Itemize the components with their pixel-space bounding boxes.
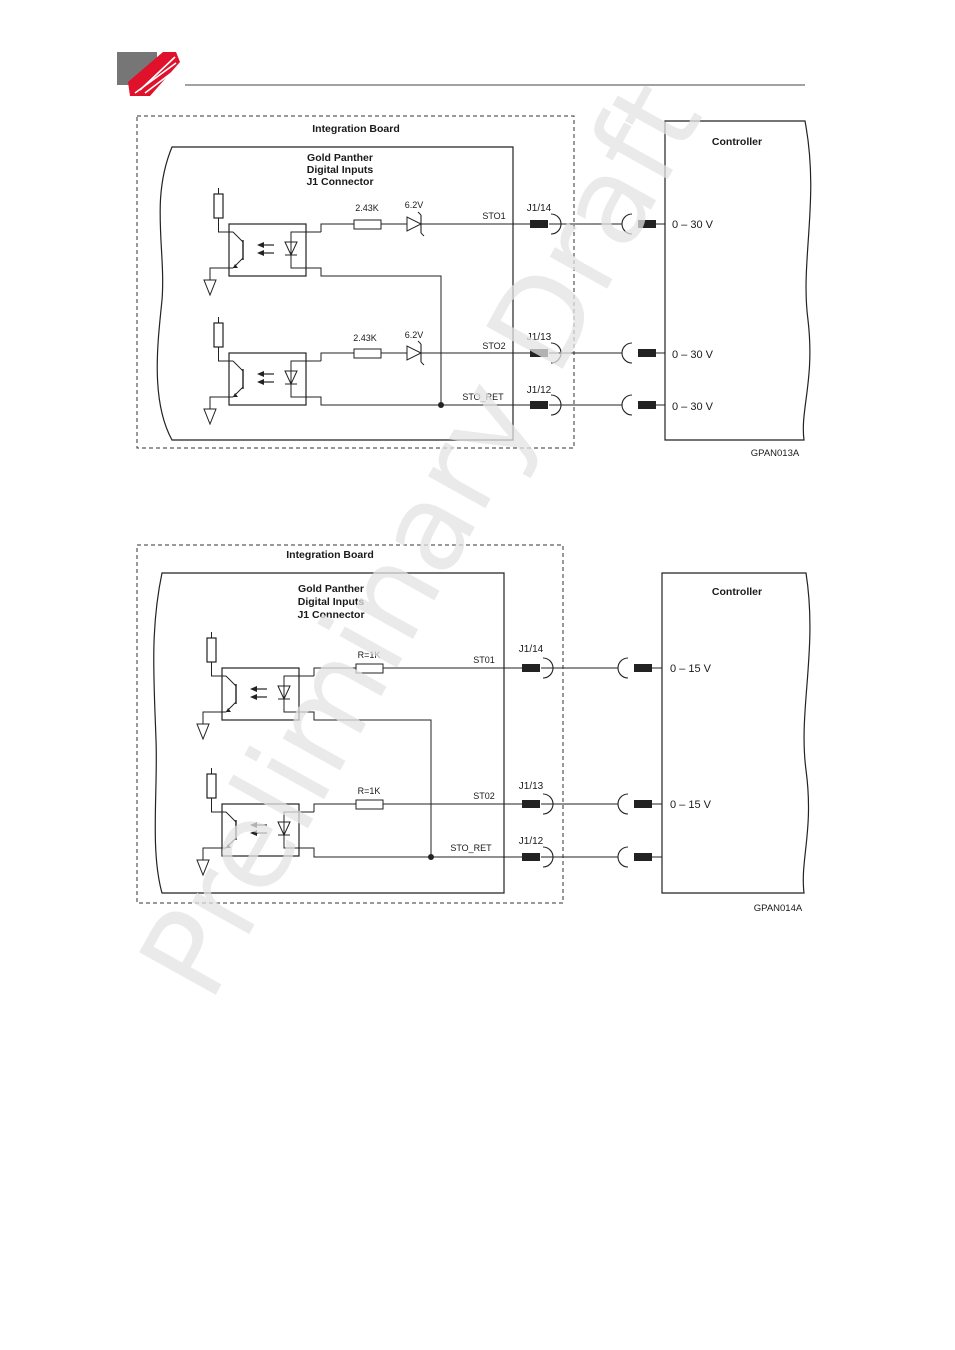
wire-sto-ret [306,396,530,406]
figure-id-2: GPAN014A [754,903,803,914]
wire-sto-ret-2 [299,847,522,858]
integration-board-label-2: Integration Board [286,549,374,561]
signal-sto-ret-2-label: STO_RET [450,843,492,853]
voltage-4-label: 0 – 15 V [670,663,712,675]
gp2-title-line2: Digital Inputs [298,596,365,608]
junction-dot-2 [428,854,434,860]
wire-sto2 [320,352,354,361]
resistor-4 [355,799,384,810]
controller-box-2 [661,572,811,894]
zener-2-label: 6.2V [405,330,424,340]
controller-connector-2 [621,342,657,364]
pin2-j1-13-label: J1/13 [519,781,544,792]
figure-id-1: GPAN013A [751,448,800,459]
wire-return-2 [299,711,432,857]
resistor-1-label: 2.43K [355,203,379,213]
integration-board-box-2 [136,544,564,904]
controller-connector-3 [621,394,657,416]
wire-st02 [313,803,356,812]
diagram-2: Integration Board Gold Panther Digital I… [136,544,811,914]
gp-title-line2: Digital Inputs [307,164,374,176]
gp2-title-line1: Gold Panther [298,583,364,595]
wire-return-1 [306,267,442,405]
pin-j1-13-label: J1/13 [527,332,552,343]
controller-box [664,120,812,441]
wire-st01 [313,667,356,676]
junction-dot [438,402,444,408]
pin2-j1-14-label: J1/14 [519,644,544,655]
pin2-j1-12-label: J1/12 [519,836,544,847]
gold-panther-box [156,146,514,441]
resistor-3-label: R=1K [358,650,381,660]
controller-connector-6 [617,846,653,868]
gp-title-line1: Gold Panther [307,152,373,164]
signal-st02-label: ST02 [473,791,495,801]
company-logo [117,52,180,96]
signal-st01-label: ST01 [473,655,495,665]
zener-1-label: 6.2V [405,200,424,210]
voltage-3-label: 0 – 30 V [672,401,714,413]
controller-label: Controller [712,136,762,148]
gold-panther-box-2 [153,572,505,894]
controller-connector-4 [617,657,653,679]
controller-label-2: Controller [712,586,762,598]
signal-sto-ret-label: STO_RET [462,392,504,402]
pin-j1-14-label: J1/14 [527,203,552,214]
resistor-2 [353,348,382,359]
pin-j1-12-label: J1/12 [527,385,552,396]
wire-sto1 [320,223,354,232]
resistor-4-label: R=1K [358,786,381,796]
gp-title-line3: J1 Connector [306,176,373,188]
resistor-2-label: 2.43K [353,333,377,343]
gp2-title-line3: J1 Connector [297,609,364,621]
integration-board-label: Integration Board [312,123,400,135]
diagram-1: Integration Board Gold Panther Digital I… [136,115,812,459]
resistor-1 [353,219,382,230]
integration-board-box [136,115,575,449]
signal-sto1-label: STO1 [482,211,505,221]
voltage-1-label: 0 – 30 V [672,219,714,231]
signal-sto2-label: STO2 [482,341,505,351]
voltage-2-label: 0 – 30 V [672,349,714,361]
voltage-5-label: 0 – 15 V [670,799,712,811]
controller-connector-5 [617,793,653,815]
